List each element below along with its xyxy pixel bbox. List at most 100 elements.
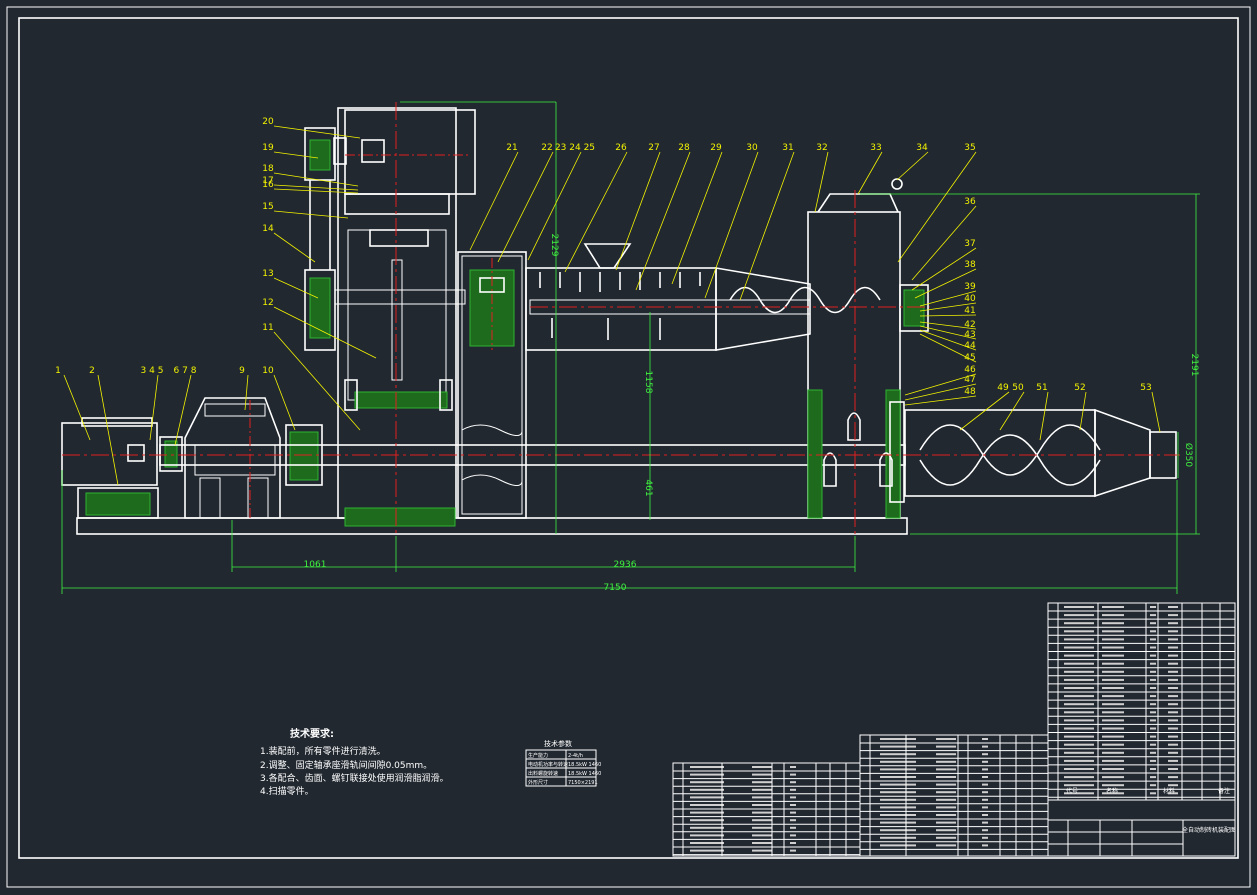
notes-line: 2.调整、固定轴承座滑轨间间隙0.05mm。 <box>260 759 432 771</box>
part-label: 41 <box>964 306 975 316</box>
notes-line: 3.各配合、齿面、螺钉联接处使用润滑脂润滑。 <box>260 772 449 784</box>
part-label: 20 <box>262 117 274 127</box>
leader-line <box>919 321 977 330</box>
part-label: 14 <box>262 224 274 234</box>
leader-line <box>919 329 977 351</box>
leader-line <box>704 151 759 299</box>
inner-frame <box>18 17 1239 859</box>
part-label: 1 <box>55 366 61 376</box>
spec-val: 7150×2191 <box>568 780 598 786</box>
part-label: 11 <box>262 323 273 333</box>
dimension-lines: 1061 2936 7150 2191 2129 Ø350 1158 461 <box>61 101 1200 594</box>
outer-frame <box>6 6 1251 888</box>
part-label: 39 <box>964 282 976 292</box>
part-label: 45 <box>964 353 975 363</box>
leader-line <box>527 151 582 261</box>
dim-vert-1: 1158 <box>643 371 653 394</box>
part-label: 26 <box>615 143 627 153</box>
leader-line <box>959 391 1010 431</box>
leader-line <box>273 232 316 263</box>
part-label: 33 <box>870 143 881 153</box>
dim-overall-length: 7150 <box>604 583 627 593</box>
part-label: 10 <box>262 366 274 376</box>
leader-line <box>919 325 977 340</box>
leader-line <box>919 302 977 312</box>
notes-title: 技术要求: <box>290 727 334 740</box>
part-label: 43 <box>964 330 975 340</box>
part-label: 38 <box>964 260 976 270</box>
spec-key: 出料螺旋转速 <box>528 770 558 777</box>
leader-line <box>497 151 554 263</box>
part-label: 6 7 8 <box>174 366 197 376</box>
leader-line <box>919 333 977 363</box>
part-label: 27 <box>648 143 659 153</box>
leader-line <box>897 151 977 263</box>
part-label: 35 <box>964 143 975 153</box>
leader-line <box>174 374 192 446</box>
leader-line <box>273 331 361 431</box>
col-header: 代号 <box>1066 787 1078 795</box>
leader-line <box>1151 391 1161 433</box>
part-label: 13 <box>262 269 273 279</box>
dim-height-feed: 2129 <box>549 234 559 257</box>
part-label: 42 <box>964 320 975 330</box>
leader-line <box>273 184 359 191</box>
part-label: 47 <box>964 375 975 385</box>
part-label: 23 24 25 <box>555 143 595 153</box>
machine-outline <box>61 107 1177 535</box>
technical-notes: 技术要求: 1.装配前，所有零件进行清洗。 2.调整、固定轴承座滑轨间间隙0.0… <box>260 727 449 797</box>
leader-line <box>635 151 691 291</box>
leader-line <box>564 151 628 273</box>
col-header: 名称 <box>1106 787 1118 795</box>
dim-outlet-dia: Ø350 <box>1183 443 1194 468</box>
part-label: 37 <box>964 239 975 249</box>
spec-val: 2-4t/h <box>568 753 583 759</box>
leader-line <box>904 395 977 406</box>
leader-line <box>904 383 977 401</box>
part-label: 32 <box>816 143 827 153</box>
leader-line <box>273 210 349 219</box>
leader-line <box>1039 391 1049 441</box>
leader-line <box>244 374 249 411</box>
dim-height-right: 2191 <box>1189 354 1199 377</box>
part-label: 9 <box>239 366 245 376</box>
part-label: 51 <box>1036 383 1047 393</box>
leader-line <box>919 290 977 307</box>
part-label: 28 <box>678 143 690 153</box>
col-header: 材料 <box>1163 787 1175 795</box>
leader-line <box>1079 391 1087 431</box>
part-label: 36 <box>964 197 976 207</box>
notes-line: 1.装配前，所有零件进行清洗。 <box>260 745 386 757</box>
leader-line <box>273 151 319 159</box>
part-label: 49 <box>997 383 1009 393</box>
spec-key: 电动机功率与转速 <box>528 761 568 768</box>
leader-line <box>671 151 723 285</box>
leader-line <box>273 172 359 187</box>
part-label: 22 <box>541 143 552 153</box>
part-label: 21 <box>506 143 517 153</box>
leader-line <box>273 277 319 299</box>
part-label: 29 <box>710 143 722 153</box>
part-label: 53 <box>1140 383 1151 393</box>
part-label: 16 <box>262 180 274 190</box>
part-label: 50 <box>1012 383 1024 393</box>
part-label: 3 4 5 <box>141 366 164 376</box>
part-label: 34 <box>916 143 928 153</box>
part-label: 2 <box>89 366 95 376</box>
dim-span-2: 2936 <box>614 560 637 570</box>
spec-table-title: 技术参数 <box>544 739 572 748</box>
leader-line <box>273 374 296 431</box>
part-label: 46 <box>964 365 976 375</box>
spec-table: 技术参数 生产能力 2-4t/h 电动机功率与转速 18.5kW 1460 出料… <box>525 739 601 787</box>
leader-line <box>814 151 829 213</box>
part-label: 31 <box>782 143 793 153</box>
leader-line <box>857 151 883 195</box>
leader-line <box>896 151 929 181</box>
leader-line <box>999 391 1025 431</box>
leader-line <box>97 374 119 486</box>
leader-line <box>615 151 661 271</box>
leader-line <box>904 373 977 396</box>
leader-line <box>919 314 977 317</box>
leader-line <box>149 374 159 441</box>
